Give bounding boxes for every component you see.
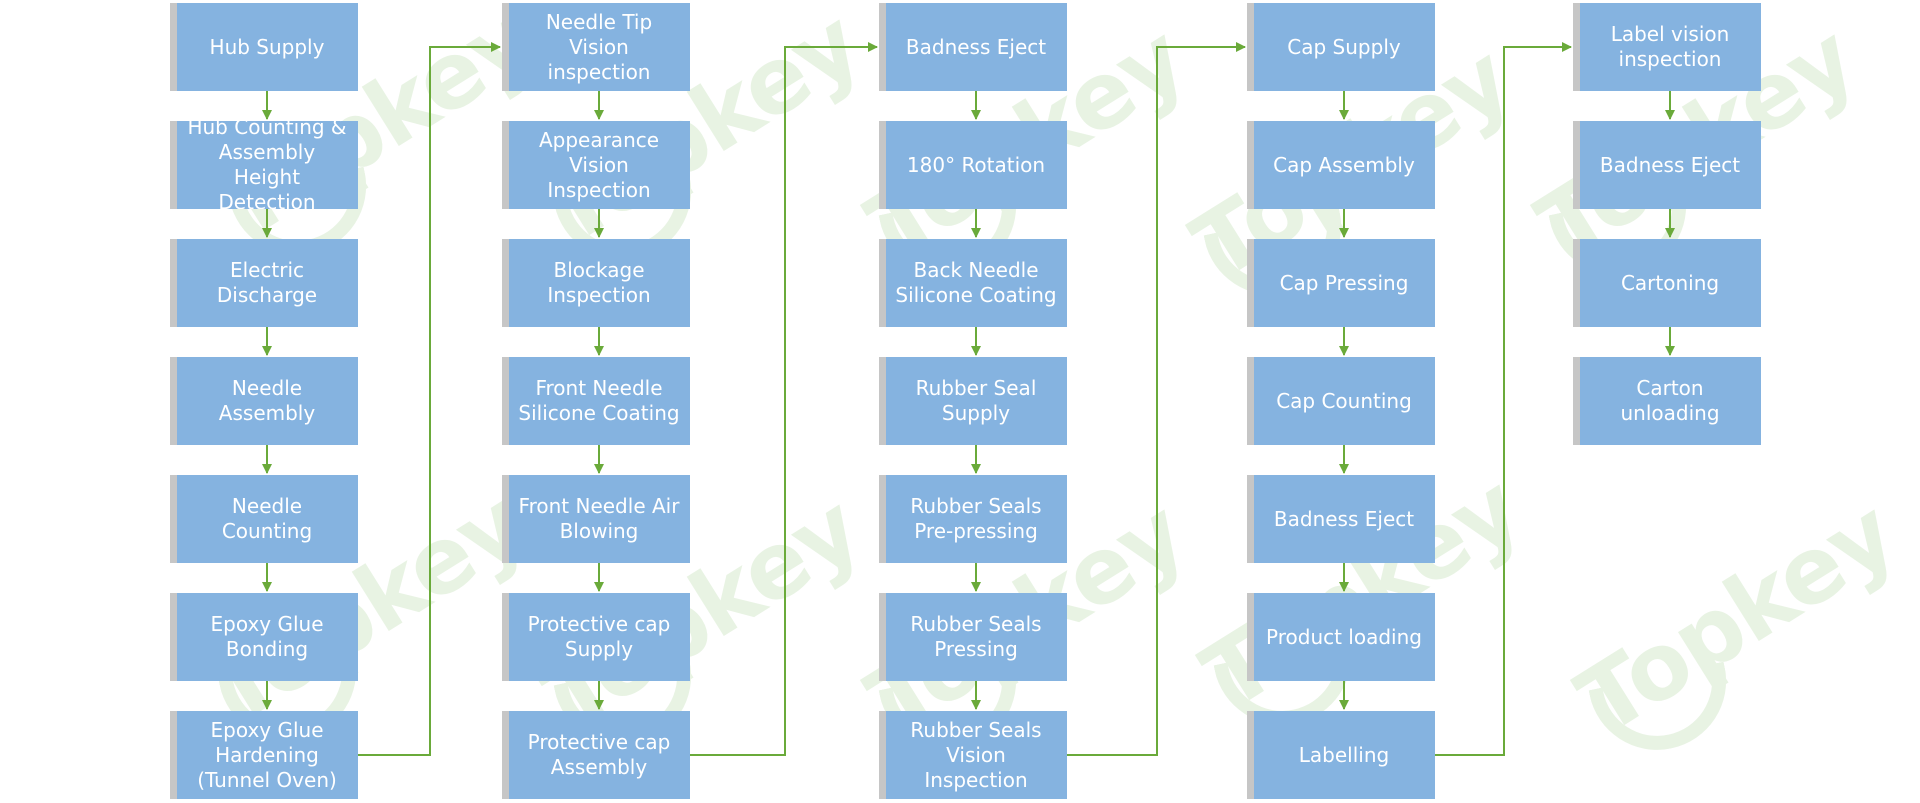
process-step: Cap Supply — [1247, 3, 1435, 91]
process-step: 180° Rotation — [879, 121, 1067, 209]
process-step-label: Needle Tip Vision inspection — [545, 9, 653, 84]
process-step-label: Rubber Seals Vision Inspection — [910, 717, 1042, 792]
process-step-label: Badness Eject — [1273, 506, 1415, 531]
process-step: Label vision inspection — [1573, 3, 1761, 91]
process-step: Needle Assembly — [170, 357, 358, 445]
process-step: Hub Supply — [170, 3, 358, 91]
column-link-arrow — [690, 42, 878, 756]
process-step: Blockage Inspection — [502, 239, 690, 327]
process-step-label: Badness Eject — [1599, 152, 1741, 177]
process-step-label: Carton unloading — [1620, 376, 1720, 425]
column-link-arrow — [1435, 42, 1572, 756]
process-step-label: Cartoning — [1620, 270, 1720, 295]
process-step-label: Cap Pressing — [1279, 270, 1409, 295]
process-step-label: Protective cap Assembly — [527, 730, 671, 779]
process-step-label: 180° Rotation — [906, 152, 1046, 177]
process-step-label: Cap Supply — [1287, 34, 1401, 59]
process-step-label: Rubber Seals Pre-pressing — [910, 494, 1042, 543]
process-step-label: Rubber Seals Pressing — [910, 612, 1042, 661]
process-step-label: Needle Assembly — [218, 376, 316, 425]
process-step: Epoxy Glue Hardening (Tunnel Oven) — [170, 711, 358, 799]
process-step: Badness Eject — [1247, 475, 1435, 563]
process-step: Back Needle Silicone Coating — [879, 239, 1067, 327]
process-step: Protective cap Assembly — [502, 711, 690, 799]
process-step: Hub Counting & Assembly Height Detection — [170, 121, 358, 209]
process-step-label: Hub Counting & Assembly Height Detection — [187, 121, 347, 209]
connector-layer — [262, 42, 1675, 756]
process-step-label: Blockage Inspection — [547, 258, 651, 307]
process-step: Rubber Seals Pressing — [879, 593, 1067, 681]
process-step: Needle Tip Vision inspection — [502, 3, 690, 91]
process-step: Front Needle Air Blowing — [502, 475, 690, 563]
process-step-label: Badness Eject — [905, 34, 1047, 59]
process-step: Cap Counting — [1247, 357, 1435, 445]
process-step-label: Hub Supply — [209, 34, 325, 59]
process-step: Rubber Seals Vision Inspection — [879, 711, 1067, 799]
process-step: Rubber Seal Supply — [879, 357, 1067, 445]
process-step-label: Labelling — [1298, 742, 1390, 767]
process-step: Badness Eject — [879, 3, 1067, 91]
process-step: Protective cap Supply — [502, 593, 690, 681]
process-step-label: Protective cap Supply — [527, 612, 671, 661]
column-link-arrow — [1067, 42, 1246, 756]
process-step-label: Front Needle Air Blowing — [518, 494, 680, 543]
column-link-arrow — [358, 42, 501, 756]
process-step: Cartoning — [1573, 239, 1761, 327]
process-step-label: Needle Counting — [221, 494, 313, 543]
process-step-label: Electric Discharge — [216, 258, 318, 307]
process-step-label: Back Needle Silicone Coating — [895, 258, 1057, 307]
process-step-label: Product loading — [1266, 624, 1422, 649]
process-step: Needle Counting — [170, 475, 358, 563]
process-step-label: Appearance Vision Inspection — [538, 127, 660, 202]
process-step: Epoxy Glue Bonding — [170, 593, 358, 681]
process-step: Cap Pressing — [1247, 239, 1435, 327]
process-step-label: Front Needle Silicone Coating — [518, 376, 680, 425]
process-step: Labelling — [1247, 711, 1435, 799]
process-step-label: Cap Counting — [1276, 388, 1412, 413]
process-step: Badness Eject — [1573, 121, 1761, 209]
process-step: Front Needle Silicone Coating — [502, 357, 690, 445]
process-step: Cap Assembly — [1247, 121, 1435, 209]
process-step: Rubber Seals Pre-pressing — [879, 475, 1067, 563]
process-step-label: Cap Assembly — [1273, 152, 1415, 177]
process-step: Carton unloading — [1573, 357, 1761, 445]
process-step: Product loading — [1247, 593, 1435, 681]
process-step-label: Epoxy Glue Hardening (Tunnel Oven) — [197, 717, 337, 792]
process-step-label: Rubber Seal Supply — [915, 376, 1037, 425]
process-step: Appearance Vision Inspection — [502, 121, 690, 209]
process-step-label: Epoxy Glue Bonding — [210, 612, 324, 661]
process-step-label: Label vision inspection — [1610, 22, 1730, 71]
process-step: Electric Discharge — [170, 239, 358, 327]
